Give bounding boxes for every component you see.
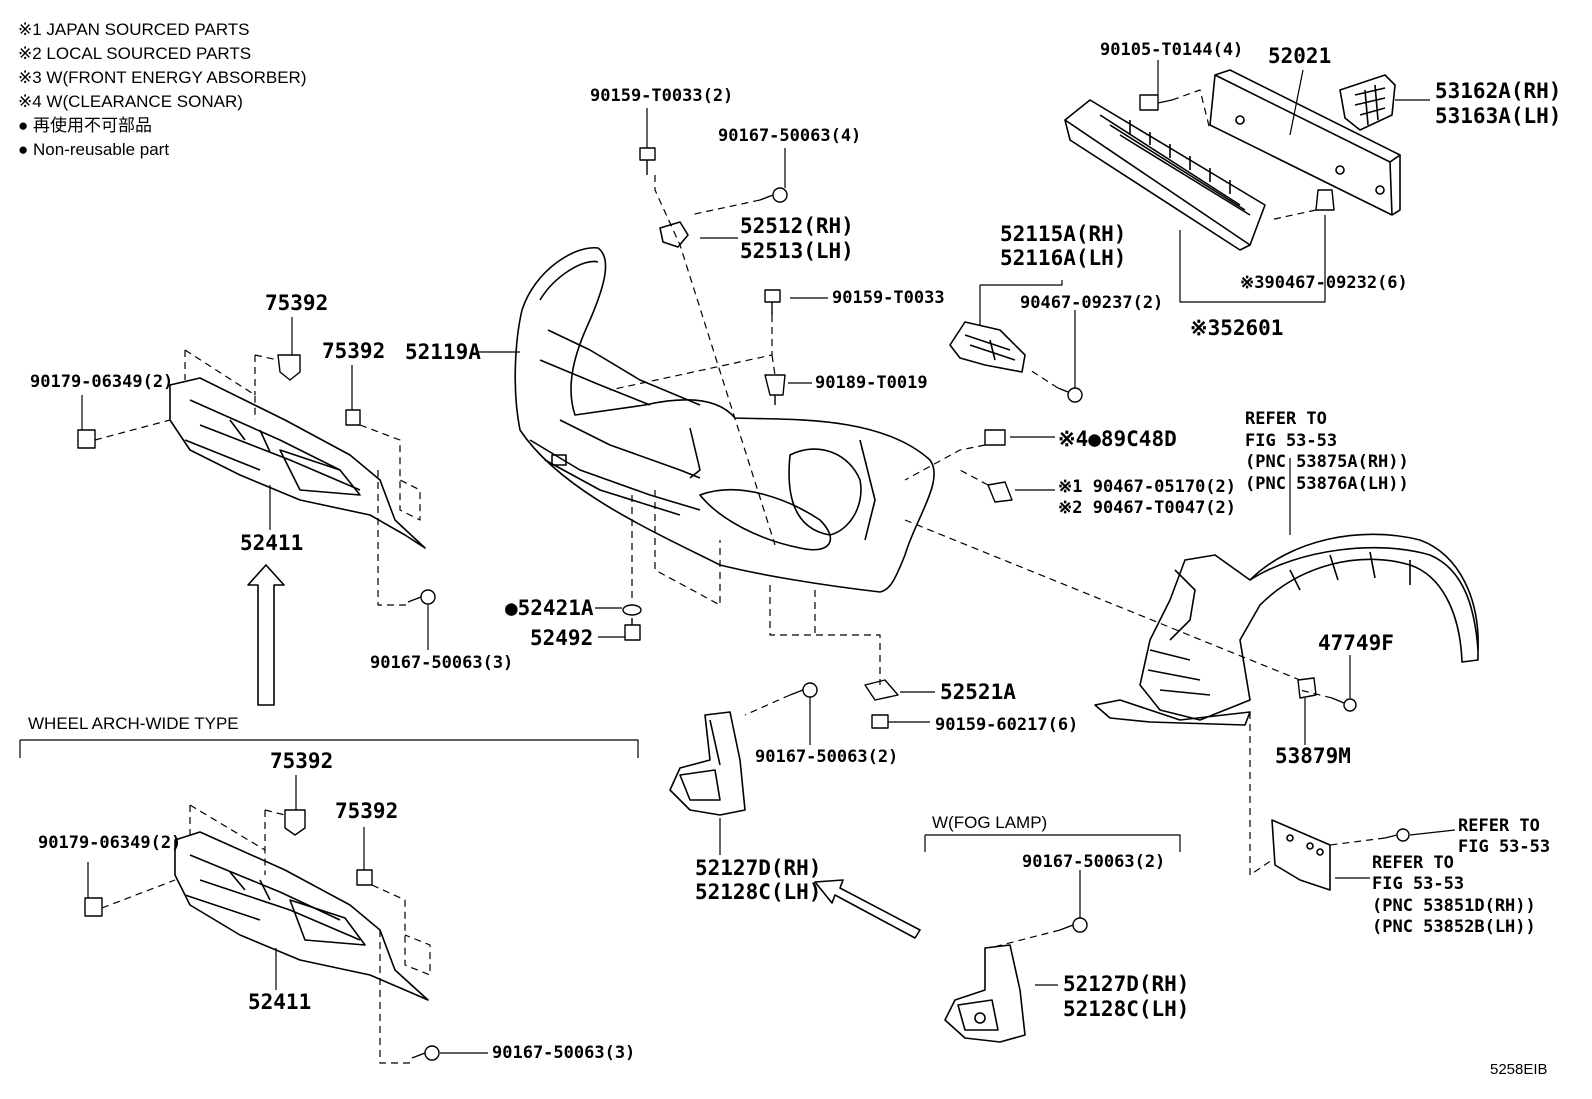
part-label[interactable]: ※2 90467-T0047(2): [1058, 498, 1237, 518]
part-label[interactable]: 52492: [530, 626, 594, 650]
part-label[interactable]: 90167-50063(2): [1022, 852, 1166, 872]
legend-item: ● 再使用不可部品: [18, 116, 152, 135]
reference-note: REFER TO: [1245, 409, 1327, 429]
dashed-lines: [94, 89, 1386, 1064]
leader-lines: [19, 60, 1456, 1054]
part-label[interactable]: 75392: [270, 749, 334, 773]
bumper-cover-part[interactable]: [514, 247, 935, 593]
legend-item: ● Non-reusable part: [18, 140, 170, 159]
part-label[interactable]: ※4●89C48D: [1058, 427, 1177, 451]
part-label[interactable]: 52116A(LH): [1000, 246, 1127, 270]
part-label[interactable]: 75392: [265, 291, 329, 315]
bracket-52115-part[interactable]: [949, 321, 1026, 373]
part-label[interactable]: 90189-T0019: [815, 373, 928, 393]
part-label[interactable]: 90159-60217(6): [935, 715, 1079, 735]
part-label[interactable]: 53163A(LH): [1435, 104, 1562, 128]
part-label[interactable]: 52127D(RH): [1063, 972, 1190, 996]
part-label[interactable]: 52521A: [940, 680, 1016, 704]
clip-52512-part[interactable]: [659, 221, 689, 248]
part-label[interactable]: 52512(RH): [740, 214, 854, 238]
part-label[interactable]: 75392: [335, 799, 399, 823]
lower-spoiler-52411-part[interactable]: [169, 377, 426, 549]
part-label[interactable]: ※352601: [1190, 316, 1284, 340]
part-label[interactable]: 52128C(LH): [695, 880, 822, 904]
reference-note: (PNC 53875A(RH)): [1245, 452, 1409, 472]
legend: ※1 JAPAN SOURCED PARTS ※2 LOCAL SOURCED …: [18, 18, 307, 162]
part-label[interactable]: 90159-T0033(2): [590, 86, 734, 106]
fender-liner-part[interactable]: [1094, 533, 1479, 726]
part-label[interactable]: 90167-50063(4): [718, 126, 862, 146]
part-label[interactable]: 52513(LH): [740, 239, 854, 263]
part-label[interactable]: 90179-06349(2): [38, 833, 182, 853]
bracket-53162-part[interactable]: [1339, 74, 1396, 131]
energy-absorber-part[interactable]: [1064, 99, 1266, 251]
part-label[interactable]: 52115A(RH): [1000, 222, 1127, 246]
part-label[interactable]: 53879M: [1275, 744, 1351, 768]
reference-note: (PNC 53852B(LH)): [1372, 917, 1536, 937]
part-label[interactable]: 90167-50063(2): [755, 747, 899, 767]
reinforcement-52021-part[interactable]: [1209, 69, 1401, 216]
mudguard-52127-part[interactable]: [669, 711, 746, 816]
part-label[interactable]: ※390467-09232(6): [1240, 273, 1408, 293]
legend-item: ※3 W(FRONT ENERGY ABSORBER): [18, 68, 307, 87]
part-label[interactable]: 90159-T0033: [832, 288, 945, 308]
legend-item: ※1 JAPAN SOURCED PARTS: [18, 20, 250, 39]
part-label[interactable]: 90167-50063(3): [492, 1043, 636, 1063]
part-label[interactable]: ※1 90467-05170(2): [1058, 477, 1237, 497]
reference-note: (PNC 53851D(RH)): [1372, 896, 1536, 916]
part-label[interactable]: ●52421A: [505, 596, 594, 620]
part-label[interactable]: 90167-50063(3): [370, 653, 514, 673]
part-label[interactable]: 90467-09237(2): [1020, 293, 1164, 313]
reference-note: (PNC 53876A(LH)): [1245, 474, 1409, 494]
legend-item: ※2 LOCAL SOURCED PARTS: [18, 44, 252, 63]
part-label[interactable]: 75392: [322, 339, 386, 363]
part-label[interactable]: 52127D(RH): [695, 856, 822, 880]
part-label[interactable]: 52128C(LH): [1063, 997, 1190, 1021]
legend-item: ※4 W(CLEARANCE SONAR): [18, 92, 243, 111]
section-title: WHEEL ARCH-WIDE TYPE: [28, 714, 239, 733]
figure-code: 5258EIB: [1490, 1061, 1548, 1078]
part-label[interactable]: 53162A(RH): [1435, 79, 1562, 103]
reference-note[interactable]: FIG 53-53: [1372, 874, 1465, 894]
section-title: W(FOG LAMP): [932, 813, 1048, 832]
reference-note: REFER TO: [1372, 853, 1454, 873]
direction-arrows: [247, 564, 921, 939]
part-label[interactable]: 47749F: [1318, 631, 1394, 655]
mudflap-part[interactable]: [1271, 819, 1331, 891]
part-label[interactable]: 52411: [248, 990, 312, 1014]
lower-spoiler-52411-wide-part[interactable]: [174, 831, 429, 1001]
reference-note[interactable]: FIG 53-53: [1458, 837, 1551, 857]
part-label[interactable]: 90105-T0144(4): [1100, 40, 1244, 60]
part-label[interactable]: 52021: [1268, 44, 1332, 68]
part-label[interactable]: 52119A: [405, 340, 481, 364]
mudguard-52127-fog-part[interactable]: [944, 944, 1026, 1043]
reference-note[interactable]: FIG 53-53: [1245, 431, 1338, 451]
fastener-icons: [77, 94, 1410, 1061]
part-label[interactable]: 52411: [240, 531, 304, 555]
reference-note: REFER TO: [1458, 816, 1540, 836]
part-label[interactable]: 90179-06349(2): [30, 372, 174, 392]
